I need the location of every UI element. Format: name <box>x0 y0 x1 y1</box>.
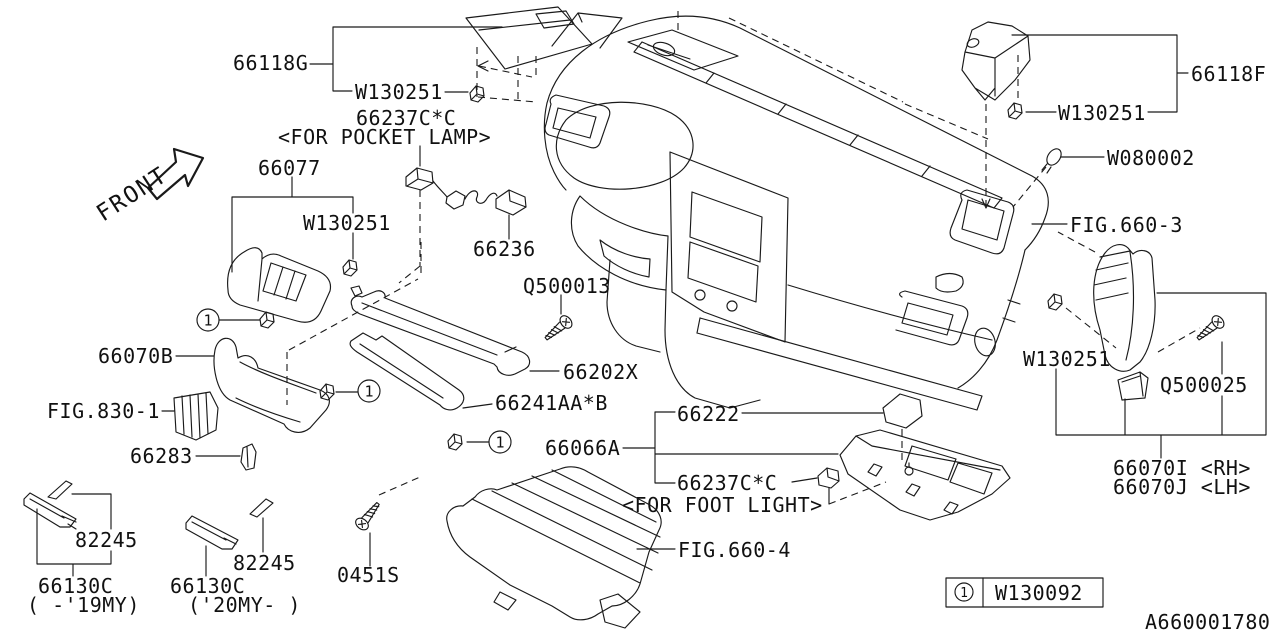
ref-marker-1c: 1 <box>447 430 512 454</box>
ref-marker-1a: 1 <box>196 308 275 332</box>
label-66237C-pocket: 66237C*C <box>356 106 456 130</box>
part-w080002-bulb <box>1012 148 1105 208</box>
label-w130251-66077: W130251 <box>303 211 391 235</box>
front-direction-arrow <box>146 147 205 201</box>
label-0451S: 0451S <box>337 563 400 587</box>
label-66130C-left: 66130C <box>38 574 113 598</box>
part-fig660-4-glovebox <box>446 466 676 629</box>
label-q500025: Q500025 <box>1160 373 1248 397</box>
label-66070B: 66070B <box>98 344 173 368</box>
construction-lines <box>677 11 989 140</box>
label-66077: 66077 <box>258 156 321 180</box>
passenger-pad-edge <box>787 284 993 341</box>
part-66130C-mid <box>185 515 239 577</box>
ref-1c-number: 1 <box>495 434 504 452</box>
center-stack <box>669 151 789 343</box>
label-model-year-mid: ('20MY- ) <box>188 593 301 617</box>
left-side-vent <box>544 94 611 149</box>
label-66222: 66222 <box>677 402 740 426</box>
glove-opening-strip <box>696 317 983 411</box>
label-w130251-66070I: W130251 <box>1023 347 1111 371</box>
right-side-vent <box>949 189 1015 255</box>
label-pocket-lamp-note: <FOR POCKET LAMP> <box>278 125 491 149</box>
label-66118G: 66118G <box>233 51 308 75</box>
cowl-side-flap <box>551 12 623 49</box>
label-66236: 66236 <box>473 237 536 261</box>
part-66066A-cover <box>839 429 1011 521</box>
part-fig830-1 <box>161 391 219 441</box>
label-82245-mid: 82245 <box>233 551 296 575</box>
label-fig830-1: FIG.830-1 <box>47 399 160 423</box>
legend-part-number: W130092 <box>995 581 1083 605</box>
defroster-strip <box>633 41 1003 209</box>
part-66237C-foot-clip <box>817 467 887 505</box>
part-66237C-pocket-clip <box>398 145 434 284</box>
part-66202X-trim <box>350 285 560 376</box>
speaker-grille <box>627 29 739 71</box>
cluster-opening <box>555 101 694 190</box>
legend-ref-number: 1 <box>960 586 968 601</box>
label-w130251-66118F: W130251 <box>1058 101 1146 125</box>
label-model-year-left: ( -'19MY) <box>27 593 140 617</box>
part-66070I-panel <box>1047 231 1267 459</box>
part-q500013-screw <box>541 294 575 345</box>
screw-q500025 <box>1193 312 1227 345</box>
label-66130C-mid: 66130C <box>170 574 245 598</box>
label-82245-left: 82245 <box>75 528 138 552</box>
glove-lid-area <box>895 290 969 346</box>
instrument-panel-body <box>543 11 1049 411</box>
label-fig660-4: FIG.660-4 <box>678 538 791 562</box>
legend-box: 1 W130092 <box>945 577 1104 608</box>
part-66118F-cap <box>961 21 1189 209</box>
clip-w130251-66077 <box>342 259 358 277</box>
part-66118G-lid <box>309 6 593 103</box>
label-q500013: Q500013 <box>523 274 611 298</box>
part-66236-lamp <box>432 180 527 240</box>
label-w130251-top: W130251 <box>355 80 443 104</box>
clip-w130251-66118F <box>1007 102 1023 120</box>
ref-1b-number: 1 <box>364 383 373 401</box>
part-66283-clip <box>195 443 257 471</box>
part-82245-left <box>23 480 112 577</box>
label-fig660-3: FIG.660-3 <box>1070 213 1183 237</box>
part-0451S-screw <box>352 476 421 567</box>
label-66066A: 66066A <box>545 436 620 460</box>
label-66070J-LH: 66070J <LH> <box>1113 475 1251 499</box>
part-66222-pad <box>882 393 923 476</box>
label-foot-light-note: <FOR FOOT LIGHT> <box>622 493 823 517</box>
label-66202X: 66202X <box>563 360 638 384</box>
part-66070B-panel <box>175 337 330 433</box>
label-66118F: 66118F <box>1191 62 1266 86</box>
clip-ref1c <box>447 433 463 451</box>
steering-column-opening <box>570 195 669 291</box>
label-66070I-RH: 66070I <RH> <box>1113 456 1251 480</box>
label-66283: 66283 <box>130 444 193 468</box>
part-66241AA-trim <box>349 332 493 411</box>
panel-right-end <box>957 249 1026 389</box>
ref-marker-1b: 1 <box>319 379 381 403</box>
label-66237C-foot: 66237C*C <box>677 471 777 495</box>
label-w080002: W080002 <box>1107 146 1195 170</box>
label-66241AA-B: 66241AA*B <box>495 391 608 415</box>
callout-bracket-66066A <box>622 411 884 484</box>
drawing-number: A660001780 <box>1145 610 1270 634</box>
clip-w130251-66070I <box>1047 293 1063 311</box>
ref-1a-number: 1 <box>203 312 212 330</box>
part-82245-mid <box>249 498 274 553</box>
clip-ref1b <box>319 383 335 401</box>
